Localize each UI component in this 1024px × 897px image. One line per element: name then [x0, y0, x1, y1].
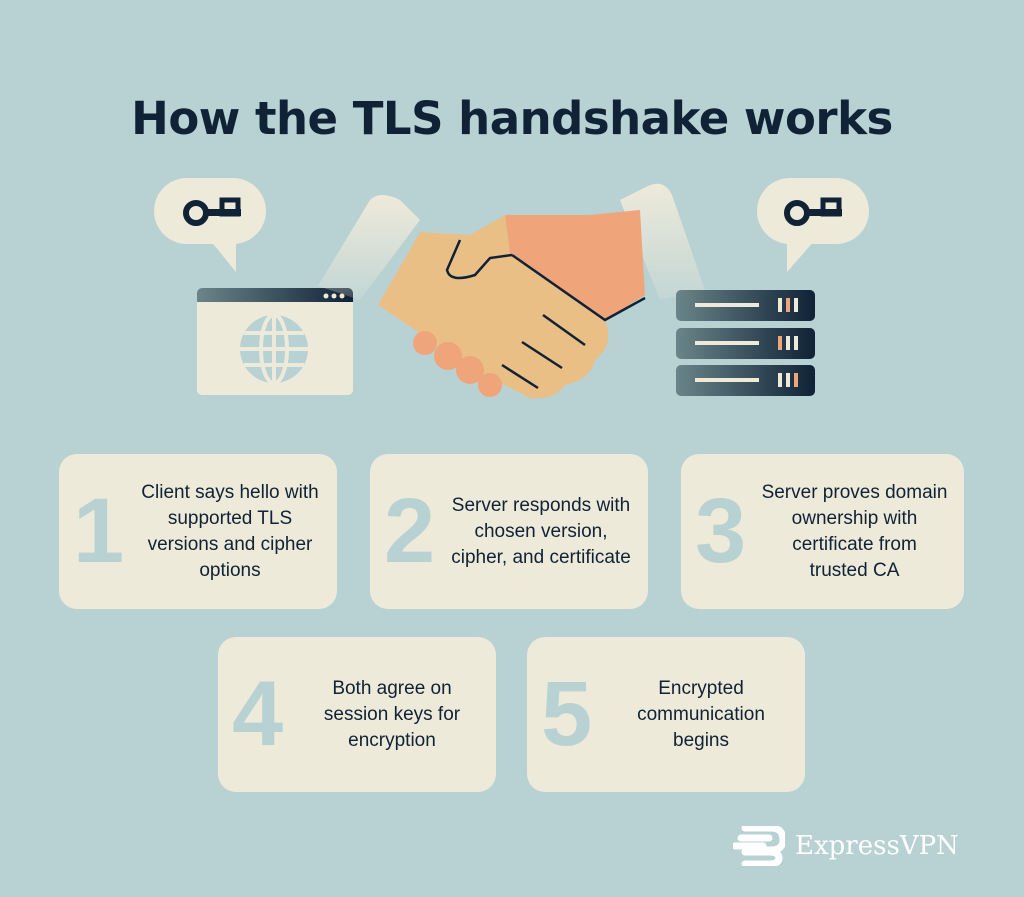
step-text: Server proves domain ownership with cert… [761, 481, 948, 581]
step-card-5: 5 Encrypted communication begins [527, 637, 805, 792]
step-card-3: 3 Server proves domain ownership with ce… [681, 454, 964, 609]
server-rack-icon [676, 290, 815, 396]
step-card-1: 1 Client says hello with supported TLS v… [59, 454, 337, 609]
step-card-2: 2 Server responds with chosen version, c… [370, 454, 648, 609]
step-text: Both agree on session keys for encryptio… [323, 677, 461, 751]
globe-icon [240, 313, 308, 385]
key-icon [183, 197, 241, 226]
left-speech-bubble [154, 178, 266, 272]
step-number: 3 [695, 480, 747, 582]
step-number: 4 [232, 663, 284, 765]
step-number: 2 [384, 480, 436, 582]
right-speech-bubble [757, 178, 869, 272]
handshake-icon [318, 183, 705, 399]
step-text: Client says hello with supported TLS ver… [141, 481, 319, 581]
brand-name: ExpressVPN [795, 831, 959, 861]
step-text: Server responds with chosen version, cip… [451, 494, 631, 568]
handshake-illustration [154, 178, 869, 399]
step-number: 1 [73, 480, 125, 582]
expressvpn-logo-icon [733, 826, 785, 866]
key-icon [784, 197, 842, 226]
step-text: Encrypted communication begins [637, 677, 765, 751]
brand-logo: ExpressVPN [733, 826, 959, 866]
step-number: 5 [541, 663, 593, 765]
page-title: How the TLS handshake works [131, 92, 893, 146]
browser-window-icon [197, 288, 353, 395]
step-card-4: 4 Both agree on session keys for encrypt… [218, 637, 496, 792]
